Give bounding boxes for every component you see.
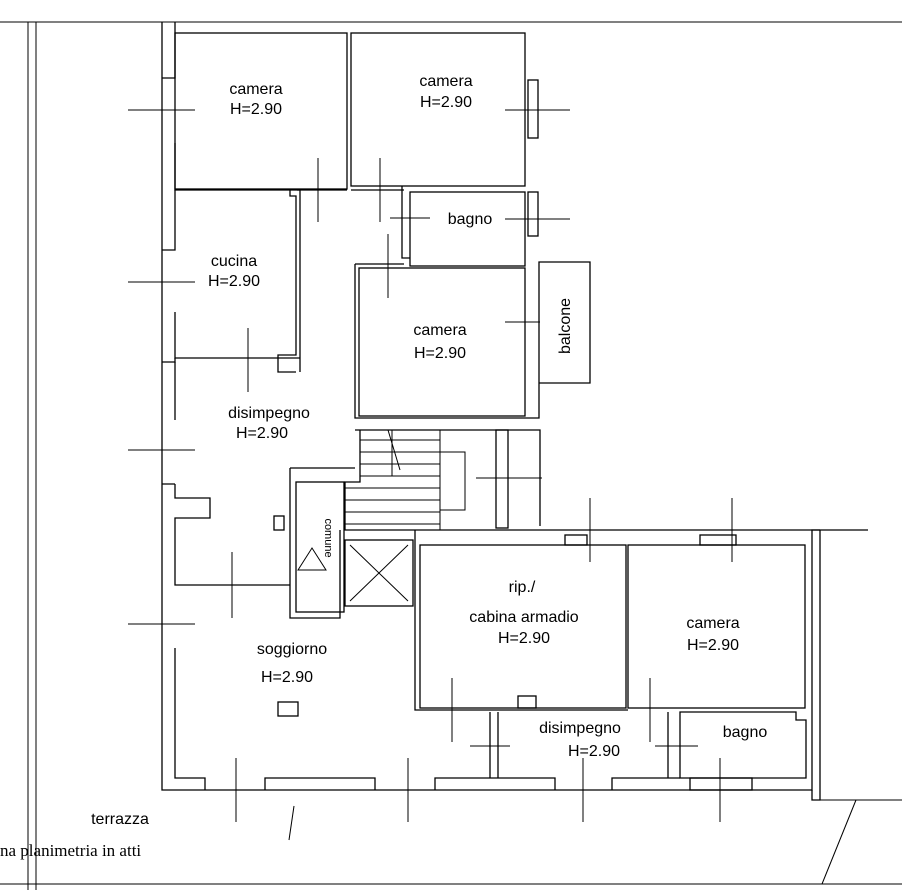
room-label: rip./: [509, 579, 536, 596]
room-height: H=2.90: [261, 669, 313, 686]
room-label-comune: comune: [322, 518, 334, 557]
room-rip-cabina: rip./ cabina armadio H=2.90: [469, 579, 579, 647]
room-cucina: cucina H=2.90: [208, 253, 260, 290]
room-height: H=2.90: [230, 101, 282, 118]
stair-steps: [345, 429, 466, 530]
room-camera-nw: camera H=2.90: [229, 81, 282, 118]
room-label: disimpegno: [539, 720, 621, 737]
page-frame: [0, 21, 902, 890]
room-soggiorno: soggiorno H=2.90: [257, 641, 327, 686]
room-label: soggiorno: [257, 641, 327, 658]
room-height: H=2.90: [498, 630, 550, 647]
footer-caption: na planimetria in atti: [0, 841, 141, 860]
room-label-2: cabina armadio: [469, 609, 579, 626]
room-camera-n: camera H=2.90: [419, 73, 472, 111]
room-label: camera: [229, 81, 282, 98]
room-height: H=2.90: [236, 425, 288, 442]
room-label: camera: [419, 73, 472, 90]
room-camera-e: camera H=2.90: [686, 615, 739, 654]
room-label-bagno-n: bagno: [448, 211, 493, 228]
room-walls: [174, 32, 820, 791]
room-height: H=2.90: [414, 345, 466, 362]
room-label: camera: [686, 615, 739, 632]
room-height: H=2.90: [568, 743, 620, 760]
room-camera-c: camera H=2.90: [413, 322, 466, 362]
room-label-terrazza: terrazza: [91, 811, 149, 828]
room-disimpegno-w: disimpegno H=2.90: [228, 405, 310, 442]
room-disimpegno-s: disimpegno H=2.90: [539, 720, 621, 760]
room-label-balcone: balcone: [557, 298, 574, 354]
room-height: H=2.90: [208, 273, 260, 290]
room-label: camera: [413, 322, 466, 339]
room-label: disimpegno: [228, 405, 310, 422]
room-height: H=2.90: [687, 637, 739, 654]
room-label-bagno-s: bagno: [723, 724, 768, 741]
dimension-ticks: [128, 109, 902, 885]
room-height: H=2.90: [420, 94, 472, 111]
room-label: cucina: [211, 253, 257, 270]
